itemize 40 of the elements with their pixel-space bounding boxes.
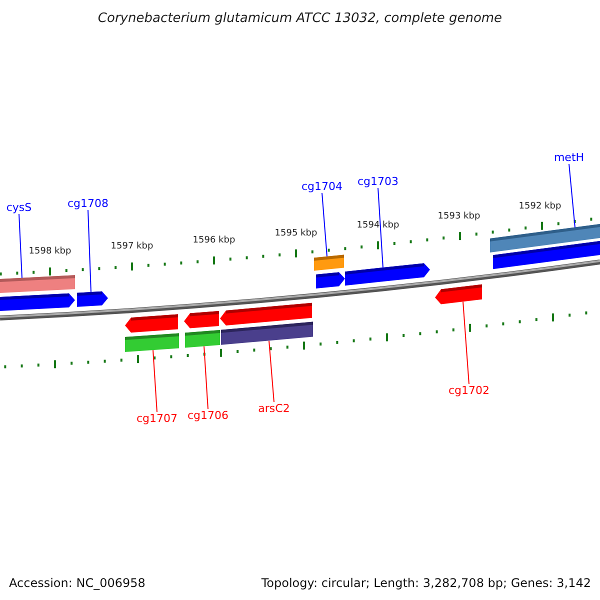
leader-line bbox=[18, 214, 22, 278]
gene-bar bbox=[314, 254, 344, 271]
gene-label: cg1706 bbox=[187, 409, 229, 422]
gene-bar bbox=[221, 322, 313, 345]
gene-label: cg1704 bbox=[301, 180, 343, 193]
leader-line bbox=[462, 301, 470, 384]
genome-stats: Topology: circular; Length: 3,282,708 bp; Genes: 3,142 bbox=[261, 575, 591, 592]
gene-label: cysS bbox=[6, 201, 32, 214]
gene-bar bbox=[493, 240, 600, 270]
leader-line bbox=[88, 210, 92, 293]
scale-label: 1593 kbp bbox=[438, 212, 480, 223]
leader-line bbox=[378, 188, 384, 268]
scale-label: 1592 kbp bbox=[518, 202, 562, 213]
gene-label: metH bbox=[554, 151, 584, 164]
accession-label: Accession: NC_006958 bbox=[9, 575, 146, 592]
scale-label: 1597 kbp bbox=[110, 242, 154, 253]
leader-line bbox=[152, 350, 158, 412]
gene-label: arsC2 bbox=[258, 402, 290, 415]
gene-label: cg1707 bbox=[136, 412, 178, 425]
gene-bar bbox=[185, 330, 220, 348]
gene-label: cg1703 bbox=[357, 175, 399, 188]
gene-label: cg1708 bbox=[67, 197, 109, 210]
leader-line bbox=[268, 340, 274, 402]
gene-bar bbox=[0, 275, 75, 294]
scale-label: 1594 kbp bbox=[356, 220, 400, 232]
gene-feature bbox=[77, 291, 108, 307]
leader-line bbox=[568, 164, 576, 228]
scale-label: 1596 kbp bbox=[192, 236, 236, 247]
gene-feature bbox=[184, 311, 219, 328]
scale-label: 1595 kbp bbox=[274, 228, 318, 240]
leader-line bbox=[322, 192, 328, 257]
gene-feature bbox=[435, 284, 482, 304]
gene-bar bbox=[125, 333, 179, 352]
gene-feature bbox=[316, 272, 345, 288]
map-title: Corynebacterium glutamicum ATCC 13032, complete genome bbox=[96, 10, 504, 28]
scale-label: 1598 kbp bbox=[28, 246, 72, 258]
leader-line bbox=[204, 346, 208, 410]
gene-feature bbox=[0, 293, 75, 312]
gene-feature bbox=[125, 314, 178, 333]
gene-label: cg1702 bbox=[448, 384, 490, 397]
